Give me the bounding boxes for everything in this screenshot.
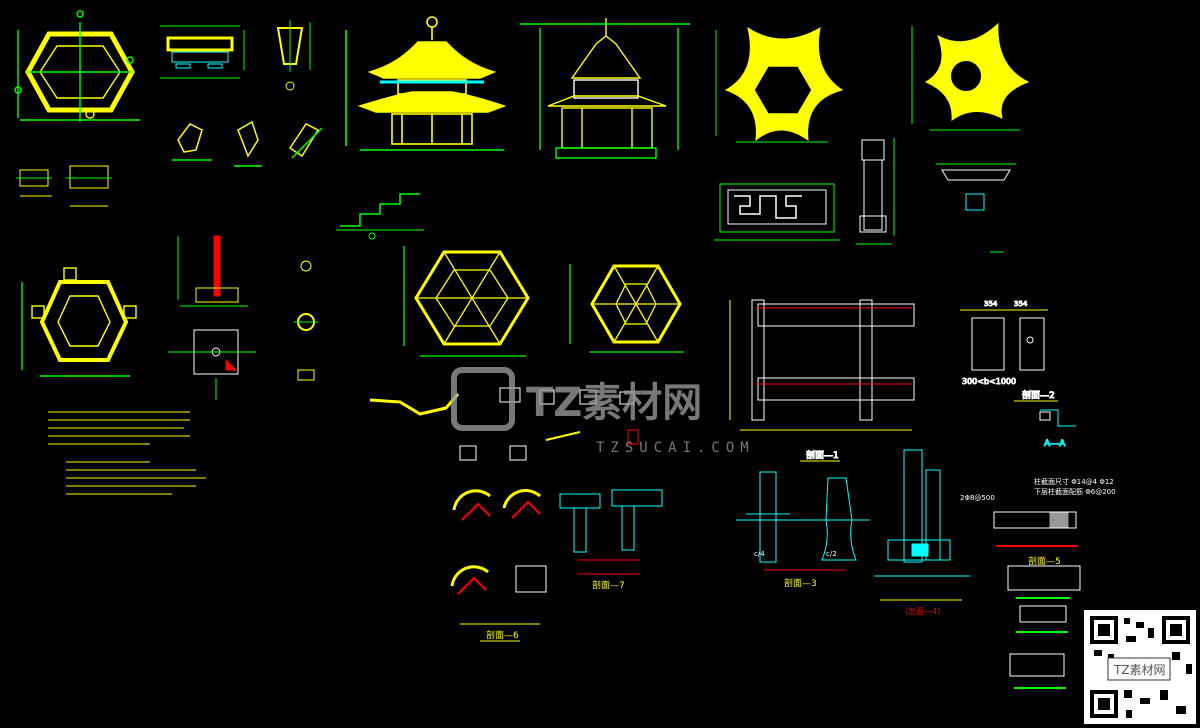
dim-354-a: 354 (984, 300, 998, 308)
section-5-title: 剖面—5 (1028, 555, 1061, 567)
small-detail-a (16, 165, 112, 207)
section-3-title: 剖面—3 (784, 577, 817, 589)
section-5-detail: 剖面—5 (993, 511, 1081, 689)
cap-detail (936, 163, 1016, 253)
column-elevation (856, 138, 895, 245)
bench-detail (160, 25, 245, 79)
roof-framing-plan (403, 246, 530, 357)
section-aa-title: A—A (1044, 439, 1066, 449)
watermark: TZ素材网 TZSUCAI.COM (451, 367, 755, 456)
lattice-panel (714, 183, 840, 241)
section-3-detail: c/4 c/2 剖面—3 (736, 471, 870, 589)
qr-code: TZ素材网 (1084, 610, 1196, 724)
section-2-title: 剖面—2 (1022, 389, 1055, 401)
qr-caption: TZ素材网 (1113, 663, 1166, 677)
section-7-detail: 剖面—7 (559, 489, 663, 591)
section-2-detail: 354 354 300<b<1000 剖面—2 (960, 300, 1058, 402)
section-7-title: 剖面—7 (592, 579, 625, 591)
section-2-caption: 300<b<1000 (962, 377, 1016, 386)
section-4-detail: （剖面—4） (874, 449, 970, 616)
watermark-domain: TZSUCAI.COM (596, 440, 755, 456)
beam-detail-cluster (369, 387, 639, 461)
dim-c4: c/4 (754, 550, 765, 558)
reinforcement-notes: 柱截面尺寸 Φ14@4 Φ12 下层柱截面配筋 Φ6@200 2Φ8@500 (960, 477, 1116, 502)
note-line-1: 柱截面尺寸 Φ14@4 Φ12 (1034, 477, 1114, 486)
roof-plan-star (715, 26, 844, 143)
note-line-2: 下层柱截面配筋 Φ6@200 (1034, 487, 1116, 496)
watermark-brand: TZ素材网 (526, 380, 702, 426)
section-6-details: 剖面—6 (450, 489, 547, 642)
round-column-detail (294, 260, 318, 381)
lower-notes-block (48, 411, 206, 495)
section-4-title: （剖面—4） (900, 606, 945, 616)
pavilion-elevation (345, 16, 507, 151)
section-aa-detail: A—A (1039, 409, 1076, 450)
hexagon-plan-foundation (21, 267, 137, 377)
dim-354-b: 354 (1014, 300, 1028, 308)
section-1-frame: 剖面—1 (729, 299, 915, 462)
post-detail (276, 20, 311, 91)
roof-plan-star-half (911, 22, 1030, 131)
rafter-plan (569, 264, 684, 353)
section-6-title: 剖面—6 (486, 629, 519, 641)
dim-c2: c/2 (826, 550, 837, 558)
section-5-note: 2Φ8@500 (960, 494, 995, 502)
stair-section (336, 193, 424, 240)
pavilion-section (520, 18, 690, 159)
footing-section (168, 235, 256, 400)
hexagon-plan-top-left (14, 10, 140, 122)
section-1-title: 剖面—1 (806, 449, 839, 461)
bracket-details (172, 120, 323, 167)
